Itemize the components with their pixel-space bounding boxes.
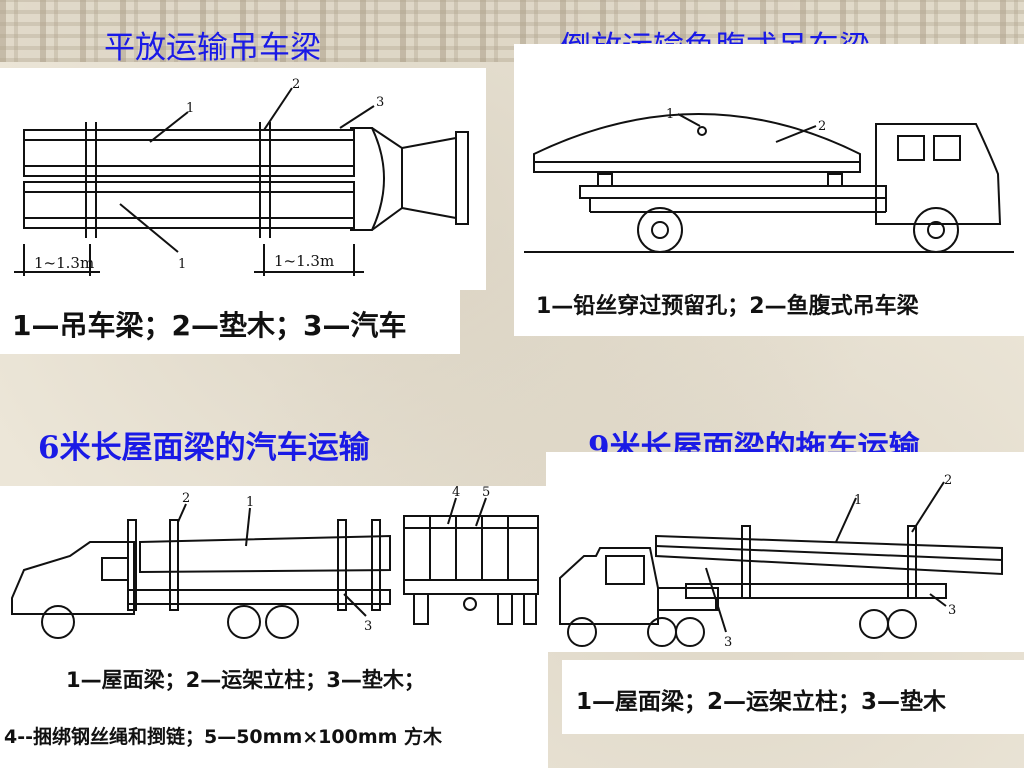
panel2-caption-box: 1—铅丝穿过预留孔；2—鱼腹式吊车梁 [514, 272, 1024, 336]
panel4-caption: 1—屋面梁；2—运架立柱；3—垫木 [576, 689, 947, 715]
panel1-label-1-top: 1 [186, 101, 194, 116]
panel2-drawing: 1 2 [524, 107, 1014, 253]
panel1-title: 平放运输吊车梁 [104, 30, 321, 66]
panel1-label-2: 2 [292, 77, 300, 92]
panel1-diagram: 1 2 3 1 1~1.3m 1~1.3m [0, 68, 486, 290]
panel4-label-3-right: 3 [948, 603, 956, 618]
panel1-drawing: 1 2 3 1 1~1.3m 1~1.3m [14, 77, 469, 276]
panel2-label-2: 2 [818, 119, 826, 134]
panel3-title: 6米长屋面梁的汽车运输 [38, 430, 370, 466]
panel3-label-3: 3 [364, 619, 372, 634]
panel3-label-2: 2 [182, 491, 190, 506]
panel3-diagram: 2 1 4 5 3 1—屋面梁；2—运架立柱；3—垫木； 4--捆绑钢丝绳和捯链… [0, 486, 548, 768]
panel4-label-3-left: 3 [724, 635, 732, 650]
panel4-diagram: 1 2 3 3 [546, 452, 1024, 652]
panel4-label-2: 2 [944, 473, 952, 488]
panel1-caption: 1—吊车梁；2—垫木；3—汽车 [12, 309, 407, 342]
panel2-label-1: 1 [666, 107, 674, 122]
panel1-label-3: 3 [376, 95, 384, 110]
panel2-caption: 1—铅丝穿过预留孔；2—鱼腹式吊车梁 [536, 294, 919, 319]
panel4-label-1: 1 [854, 493, 862, 508]
panel3-drawing: 2 1 4 5 3 [11, 486, 539, 639]
panel1-dimension-left: 1~1.3m [34, 254, 94, 272]
panel1-dimension-right: 1~1.3m [274, 252, 334, 270]
panel3-label-5: 5 [482, 486, 490, 500]
panel3-label-1: 1 [246, 495, 254, 510]
panel3-caption-line1: 1—屋面梁；2—运架立柱；3—垫木； [66, 668, 425, 692]
panel1-label-1-bottom: 1 [178, 257, 186, 272]
panel1-caption-box: 1—吊车梁；2—垫木；3—汽车 [0, 290, 460, 354]
panel3-caption-line2: 4--捆绑钢丝绳和捯链；5—50mm×100mm 方木 [4, 726, 443, 748]
panel3-label-4: 4 [452, 486, 460, 500]
panel4-drawing: 1 2 3 3 [559, 473, 1003, 650]
panel4-caption-box: 1—屋面梁；2—运架立柱；3—垫木 [562, 660, 1024, 734]
panel2-diagram: 1 2 [514, 44, 1024, 272]
